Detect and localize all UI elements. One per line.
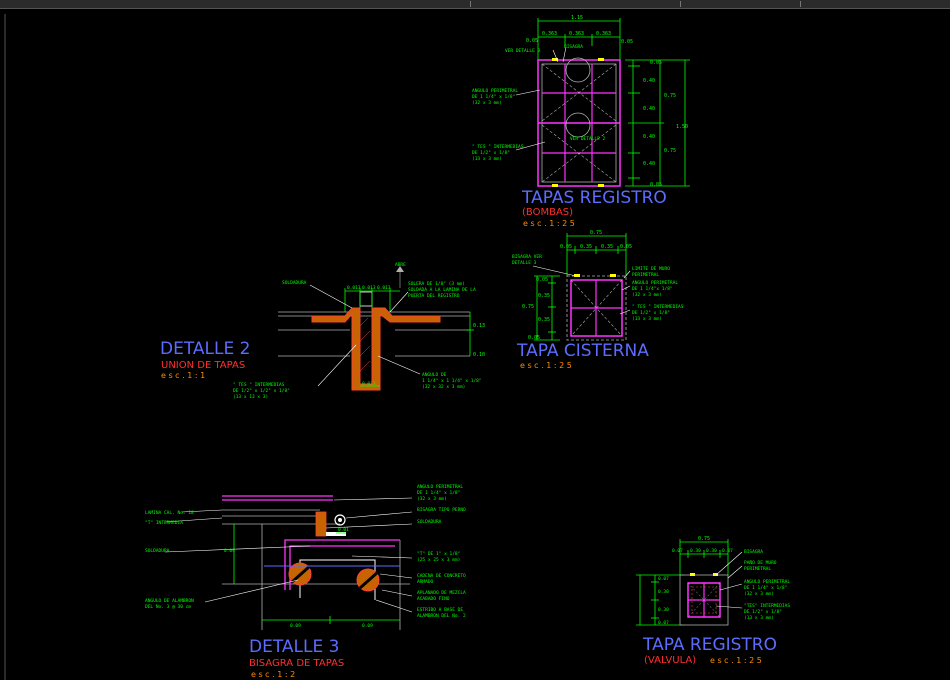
note-d3-angulo-per: ANGULO PERIMETRAL DE 1 1/4" x 1/8" (32 x… (417, 484, 466, 502)
dim-tr-w1: 0.363 (542, 31, 557, 37)
note-d2-solera: SOLERA DE 1/8" (3 mm) SOLDADA A LA LAMIN… (408, 281, 478, 299)
dim-d2-a: 0.013 (347, 285, 361, 291)
title-detalle-3: DETALLE 3 (249, 637, 339, 657)
dim-tc-h2: 0.35 (538, 293, 550, 299)
note-d2-abre: ABRE (395, 262, 406, 268)
tapa-cisterna-plan: 0.75 0.05 0.35 0.35 0.05 0.05 0.35 0.35 … (512, 230, 686, 341)
dim-trv-h4: 0.07 (658, 620, 669, 626)
dim-tr-h6: 0.05 (650, 182, 662, 188)
title-detalle-2: DETALLE 2 (160, 339, 250, 359)
dim-tc-h3: 0.35 (538, 317, 550, 323)
model-space (0, 9, 950, 680)
cad-top-toolbar (0, 0, 950, 9)
note-d3-angulo-alambron: ANGULO DE ALAMBRON DEL No. 3 @ 30 cm (145, 598, 197, 610)
note-d3-estribo: ESTRIBO A BASE DE ALAMBRON DEL No. 2 (417, 607, 466, 619)
note-tr-angulo: ANGULO PERIMETRAL DE 1 1/4" x 1/8" (32 x… (472, 88, 521, 106)
note-d3-t2: "T" DE 1" x 1/8" (25 x 25 x 3 mm) (417, 551, 463, 563)
subtitle-bisagra-de-tapas: BISAGRA DE TAPAS (249, 658, 344, 669)
subtitle-valvula: (VALVULA) (644, 655, 696, 666)
title-tapa-registro: TAPA REGISTRO (642, 635, 777, 655)
note-trv-pano: PAÑO DE MURO PERIMETRAL (744, 559, 779, 572)
note-tr-bisagra: BISAGRA (564, 44, 583, 50)
title-tapa-cisterna: TAPA CISTERNA (516, 341, 649, 361)
dim-tr-left: 0.05 (526, 38, 538, 44)
dim-d2-f: 0.013 (362, 381, 376, 387)
dim-tr-h2: 0.40 (643, 78, 655, 84)
dim-tr-r1: 0.75 (664, 93, 676, 99)
title-tapas-registro: TAPAS REGISTRO (521, 188, 667, 208)
dim-trv-h1: 0.07 (658, 576, 669, 582)
dim-tr-h1: 0.05 (650, 60, 662, 66)
dim-tc-b: 0.35 (580, 244, 592, 250)
dim-tc-c: 0.35 (601, 244, 613, 250)
note-d2-angulo: ANGULO DE 1 1/4" x 1 1/4" x 1/8" (32 x 3… (422, 372, 484, 390)
dim-trv-total: 0.75 (698, 536, 710, 542)
tapas-registro-plan: 1.15 0.363 0.363 0.363 0.05 0.05 0.05 0.… (472, 15, 690, 188)
note-tc-bisagra: BISAGRA VER DETALLE 3 (512, 254, 545, 266)
toolbar-separator (800, 1, 801, 7)
dim-tr-right: 0.05 (621, 39, 633, 45)
dim-trv-b: 0.30 (690, 548, 701, 554)
dim-tr-w3: 0.363 (596, 31, 611, 37)
note-tr-tes: " TES " INTERMEDIAS DE 1/2" x 1/8" (13 x… (472, 144, 526, 162)
dim-tr-h5: 0.40 (643, 161, 655, 167)
dim-tc-a: 0.05 (560, 244, 572, 250)
dim-trv-c: 0.30 (706, 548, 717, 554)
dim-d2-b: 0.013 (362, 285, 376, 291)
dim-tc-h1: 0.05 (536, 277, 548, 283)
scale-tapas-registro: e s c . 1 : 2 5 (523, 219, 575, 228)
note-d3-soldadura2: SOLDADURA (417, 519, 442, 525)
scale-detalle-2: e s c . 1 : 1 (161, 371, 205, 380)
dim-d3-c: 0.09 (290, 623, 301, 629)
dim-d3-d: 0.09 (362, 623, 373, 629)
subtitle-bombas: (BOMBAS) (522, 207, 573, 218)
note-trv-tes: "TES" INTERMEDIAS DE 1/2" x 1/8" (13 x 3… (744, 603, 793, 621)
note-tr-ver-detalle2: VER DETALLE 2 (570, 136, 606, 142)
scale-tapa-registro: e s c . 1 : 2 5 (710, 656, 762, 665)
dim-trv-d: 0.07 (722, 548, 733, 554)
note-trv-angulo: ANGULO PERIMETRAL DE 1 1/4" x 1/8" (32 x… (744, 579, 793, 597)
dim-d2-d: 0.13 (473, 323, 485, 329)
dim-tr-h3: 0.40 (643, 106, 655, 112)
dim-tc-htot: 0.75 (522, 304, 534, 310)
note-tc-limite: LIMITE DE MURO PERIMETRAL (632, 266, 673, 278)
dim-tr-total-h: 1.50 (676, 124, 688, 130)
note-d3-cadena: CADENA DE CONCRETO ARMADO (417, 573, 469, 585)
note-tc-tes: " TES " INTERMEDIAS DE 1/2" x 1/8" (13 x… (632, 304, 686, 322)
tapa-registro-valvula-plan: 0.75 0.07 0.30 0.30 0.07 0.07 0.30 0.30 … (636, 536, 793, 626)
dim-trv-a: 0.07 (672, 548, 683, 554)
dim-tc-total: 0.75 (590, 230, 602, 236)
detalle-2-section: ABRE SOLDADURA SOLERA DE 1/8" (3 mm) SOL… (233, 262, 485, 400)
note-d3-aplanado: APLANADO DE MEZCLA ACABADO FINO (417, 590, 469, 602)
scale-detalle-3: e s c . 1 : 2 (251, 670, 295, 679)
dim-tr-total-w: 1.15 (571, 15, 583, 21)
dim-d2-e: 0.10 (473, 352, 485, 358)
toolbar-separator (470, 1, 471, 7)
dim-tc-h4: 0.05 (528, 335, 540, 341)
dim-d3-b: 0.09 (224, 548, 235, 554)
detalle-3-section: LAMINA CAL. No. 18 "T" INTERMEDIA SOLDAD… (145, 484, 469, 630)
dim-tr-r2: 0.75 (664, 148, 676, 154)
note-d2-tes: " TES " INTERMEDIAS DE 1/2" x 1/2" x 1/8… (233, 382, 293, 400)
note-d3-t: "T" INTERMEDIA (145, 520, 183, 526)
note-tc-angulo: ANGULO PERIMETRAL DE 1 1/4"x 1/8" (32 x … (632, 280, 681, 298)
subtitle-union-de-tapas: UNION DE TAPAS (161, 360, 245, 371)
dim-tc-d: 0.05 (620, 244, 632, 250)
note-d3-soldadura: SOLDADURA (145, 548, 170, 554)
scale-tapa-cisterna: e s c . 1 : 2 5 (520, 361, 572, 370)
dim-trv-h2: 0.30 (658, 589, 669, 595)
note-trv-bisagra: BISAGRA (744, 549, 763, 555)
note-d2-soldadura: SOLDADURA (282, 280, 307, 286)
note-d3-bisagra: BISAGRA TIPO PERNO (417, 507, 466, 513)
note-tr-ver-detalle: VER DETALLE 3 (505, 48, 541, 54)
dim-d2-c: 0.013 (377, 285, 391, 291)
toolbar-separator (680, 1, 681, 7)
note-d3-lamina: LAMINA CAL. No. 18 (145, 510, 194, 516)
dim-tr-w2: 0.363 (569, 31, 584, 37)
dim-tr-h4: 0.40 (643, 134, 655, 140)
dim-d3-a: 0.01 (338, 527, 349, 533)
dim-trv-h3: 0.30 (658, 607, 669, 613)
